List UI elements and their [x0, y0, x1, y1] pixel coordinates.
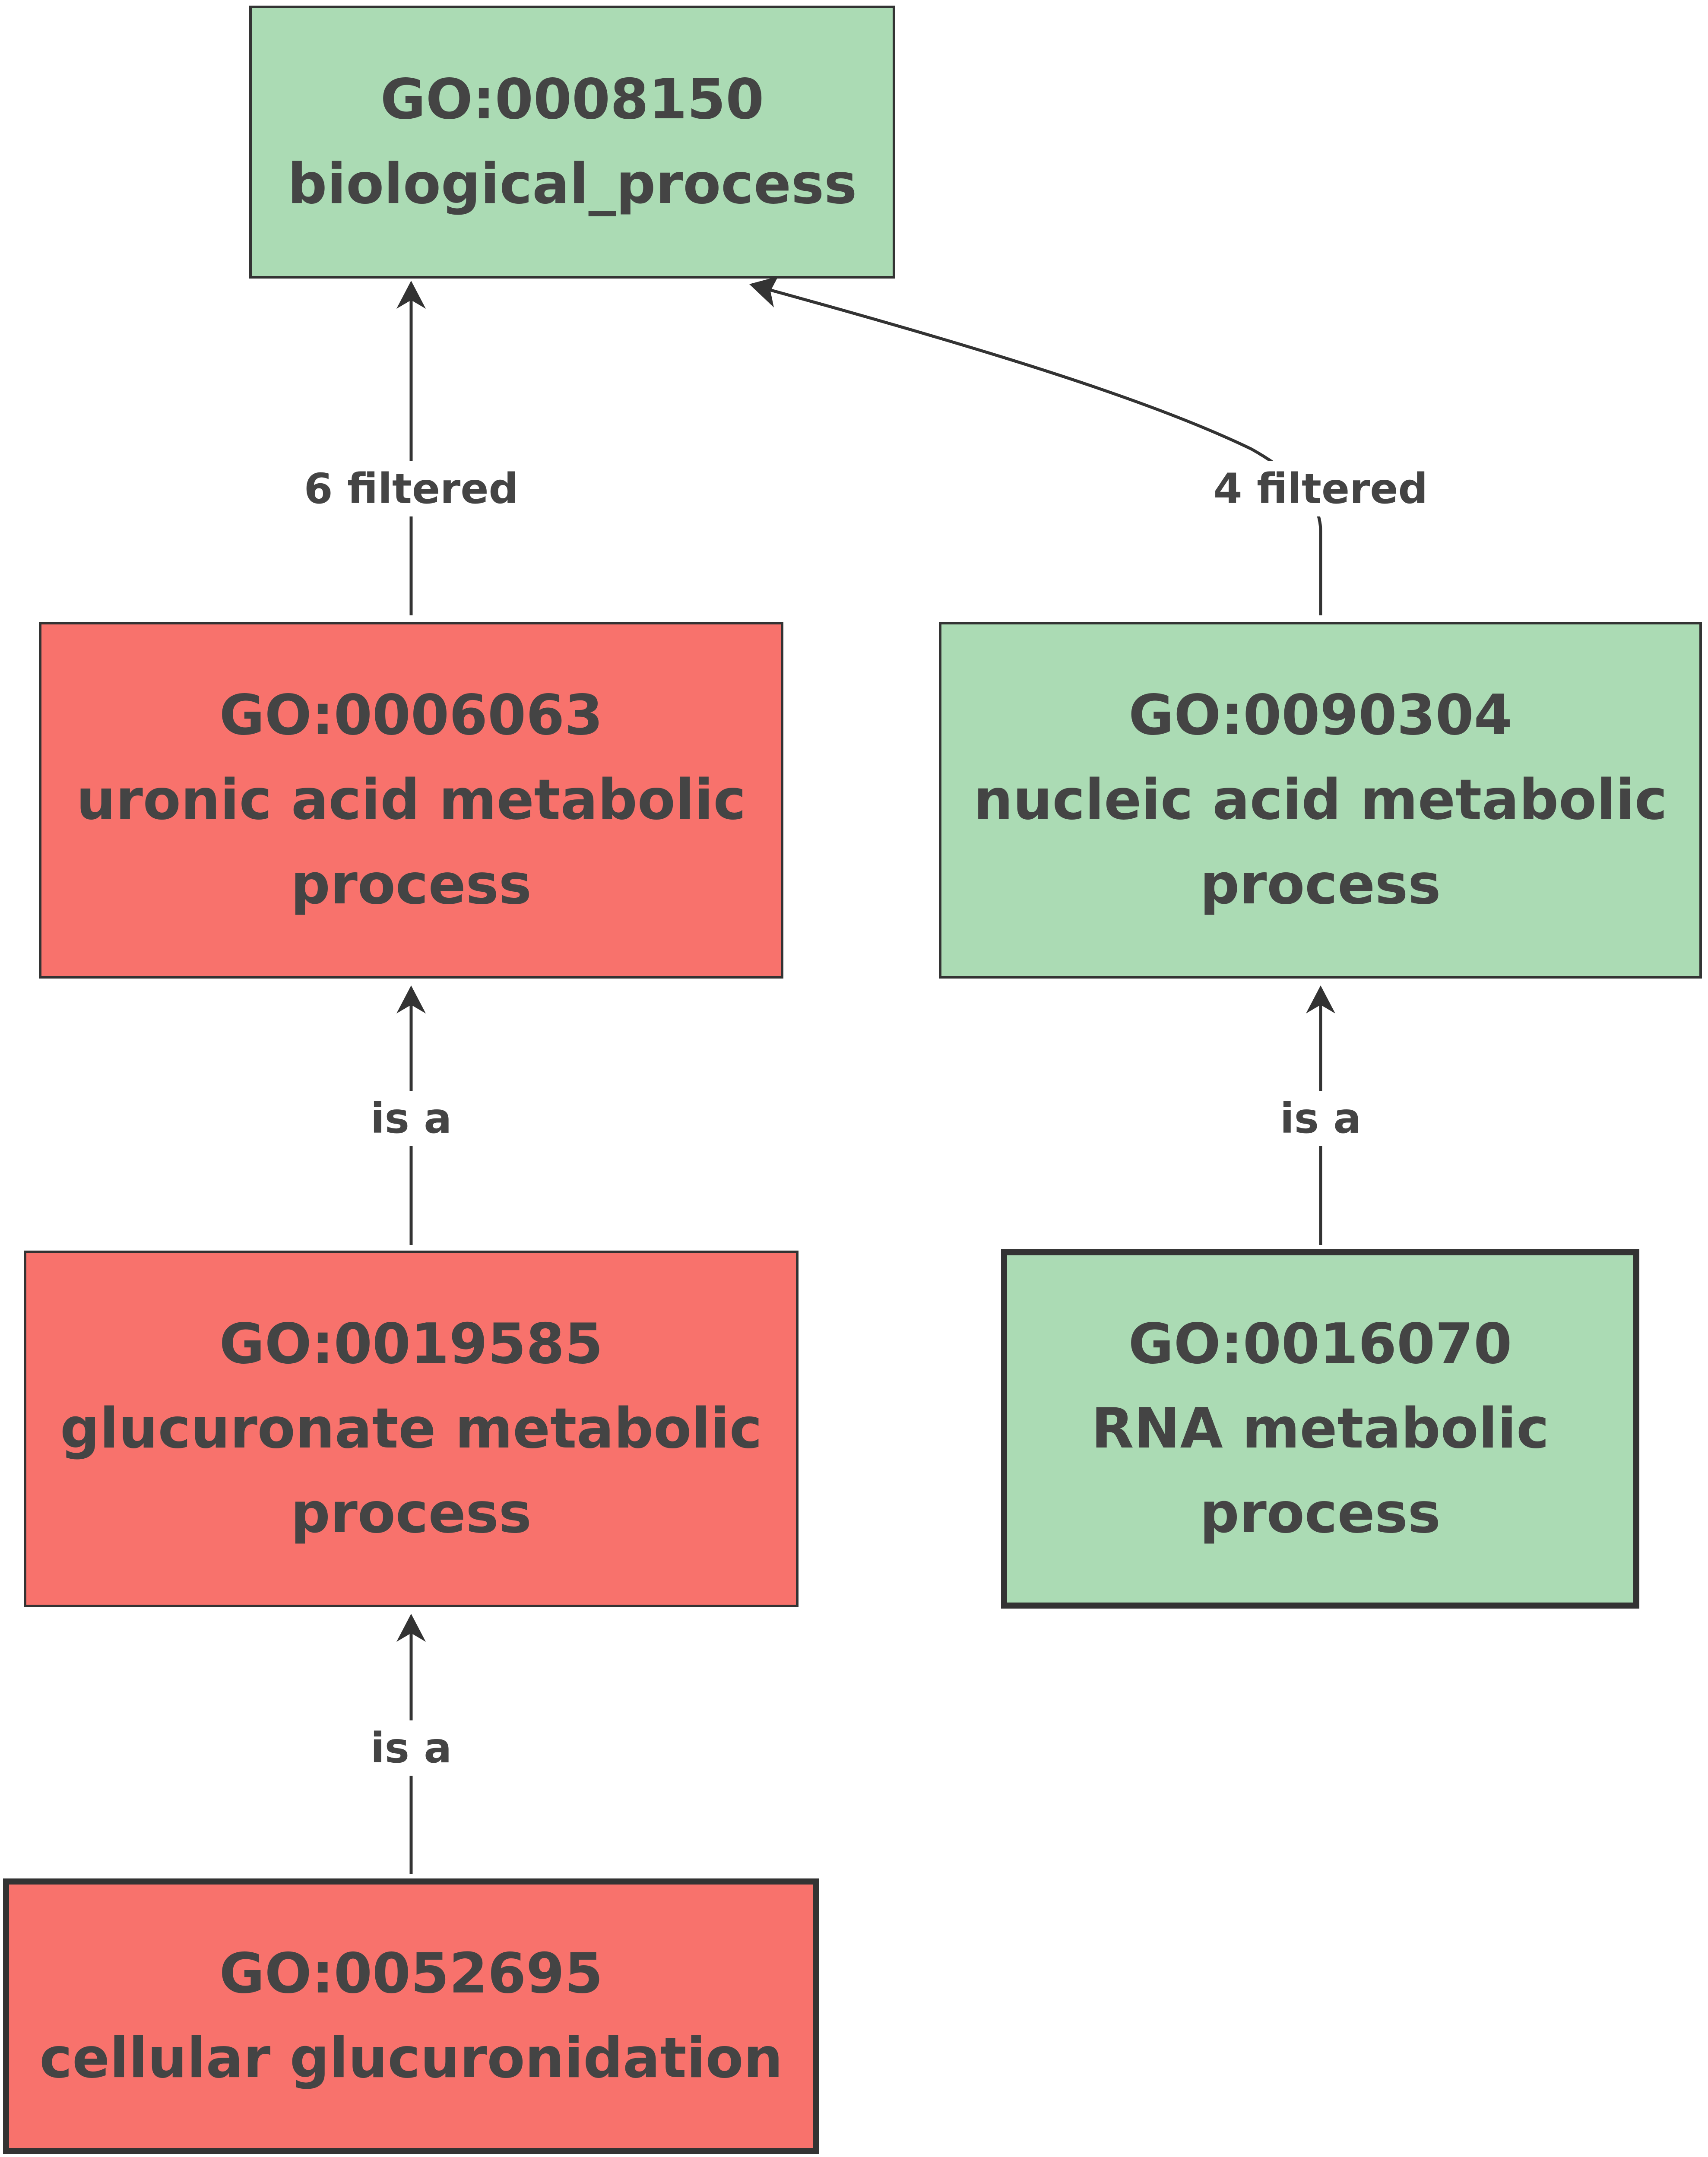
arrow-icon [396, 1614, 426, 1642]
edge-label-6-filtered: 6 filtered [296, 461, 526, 516]
edge-label-is-a: is a [1272, 1091, 1369, 1146]
node-go-name: biological_process [287, 152, 857, 216]
node-go-id: GO:0006063 [219, 683, 603, 748]
arrow-icon [1306, 985, 1335, 1014]
node-glucuronate-metabolic-process[interactable]: GO:0019585 glucuronate metabolic process [24, 1251, 799, 1607]
node-go-name: nucleic acid metabolic process [973, 768, 1667, 917]
edge-label-is-a: is a [362, 1720, 460, 1776]
arrow-icon [396, 281, 426, 309]
node-go-id: GO:0019585 [219, 1312, 603, 1376]
node-nucleic-acid-metabolic-process[interactable]: GO:0090304 nucleic acid metabolic proces… [939, 622, 1702, 979]
node-go-id: GO:0090304 [1128, 683, 1512, 748]
node-go-name: RNA metabolic process [1091, 1397, 1550, 1546]
node-go-id: GO:0008150 [380, 67, 764, 132]
node-rna-metabolic-process[interactable]: GO:0016070 RNA metabolic process [1001, 1249, 1639, 1609]
node-go-name: glucuronate metabolic process [60, 1397, 762, 1546]
node-go-name: cellular glucuronidation [39, 2026, 783, 2090]
node-uronic-acid-metabolic-process[interactable]: GO:0006063 uronic acid metabolic process [39, 622, 783, 979]
node-cellular-glucuronidation[interactable]: GO:0052695 cellular glucuronidation [3, 1878, 819, 2154]
node-go-name: uronic acid metabolic process [76, 768, 746, 917]
edge-line-nucleic-to-biological [760, 285, 1322, 615]
node-biological-process[interactable]: GO:0008150 biological_process [249, 6, 895, 279]
node-go-id: GO:0052695 [219, 1942, 603, 2006]
node-go-id: GO:0016070 [1128, 1312, 1512, 1376]
edge-label-is-a: is a [362, 1091, 460, 1146]
edge-label-4-filtered: 4 filtered [1205, 461, 1436, 516]
arrow-icon [396, 985, 426, 1014]
arrow-icon [749, 276, 778, 307]
